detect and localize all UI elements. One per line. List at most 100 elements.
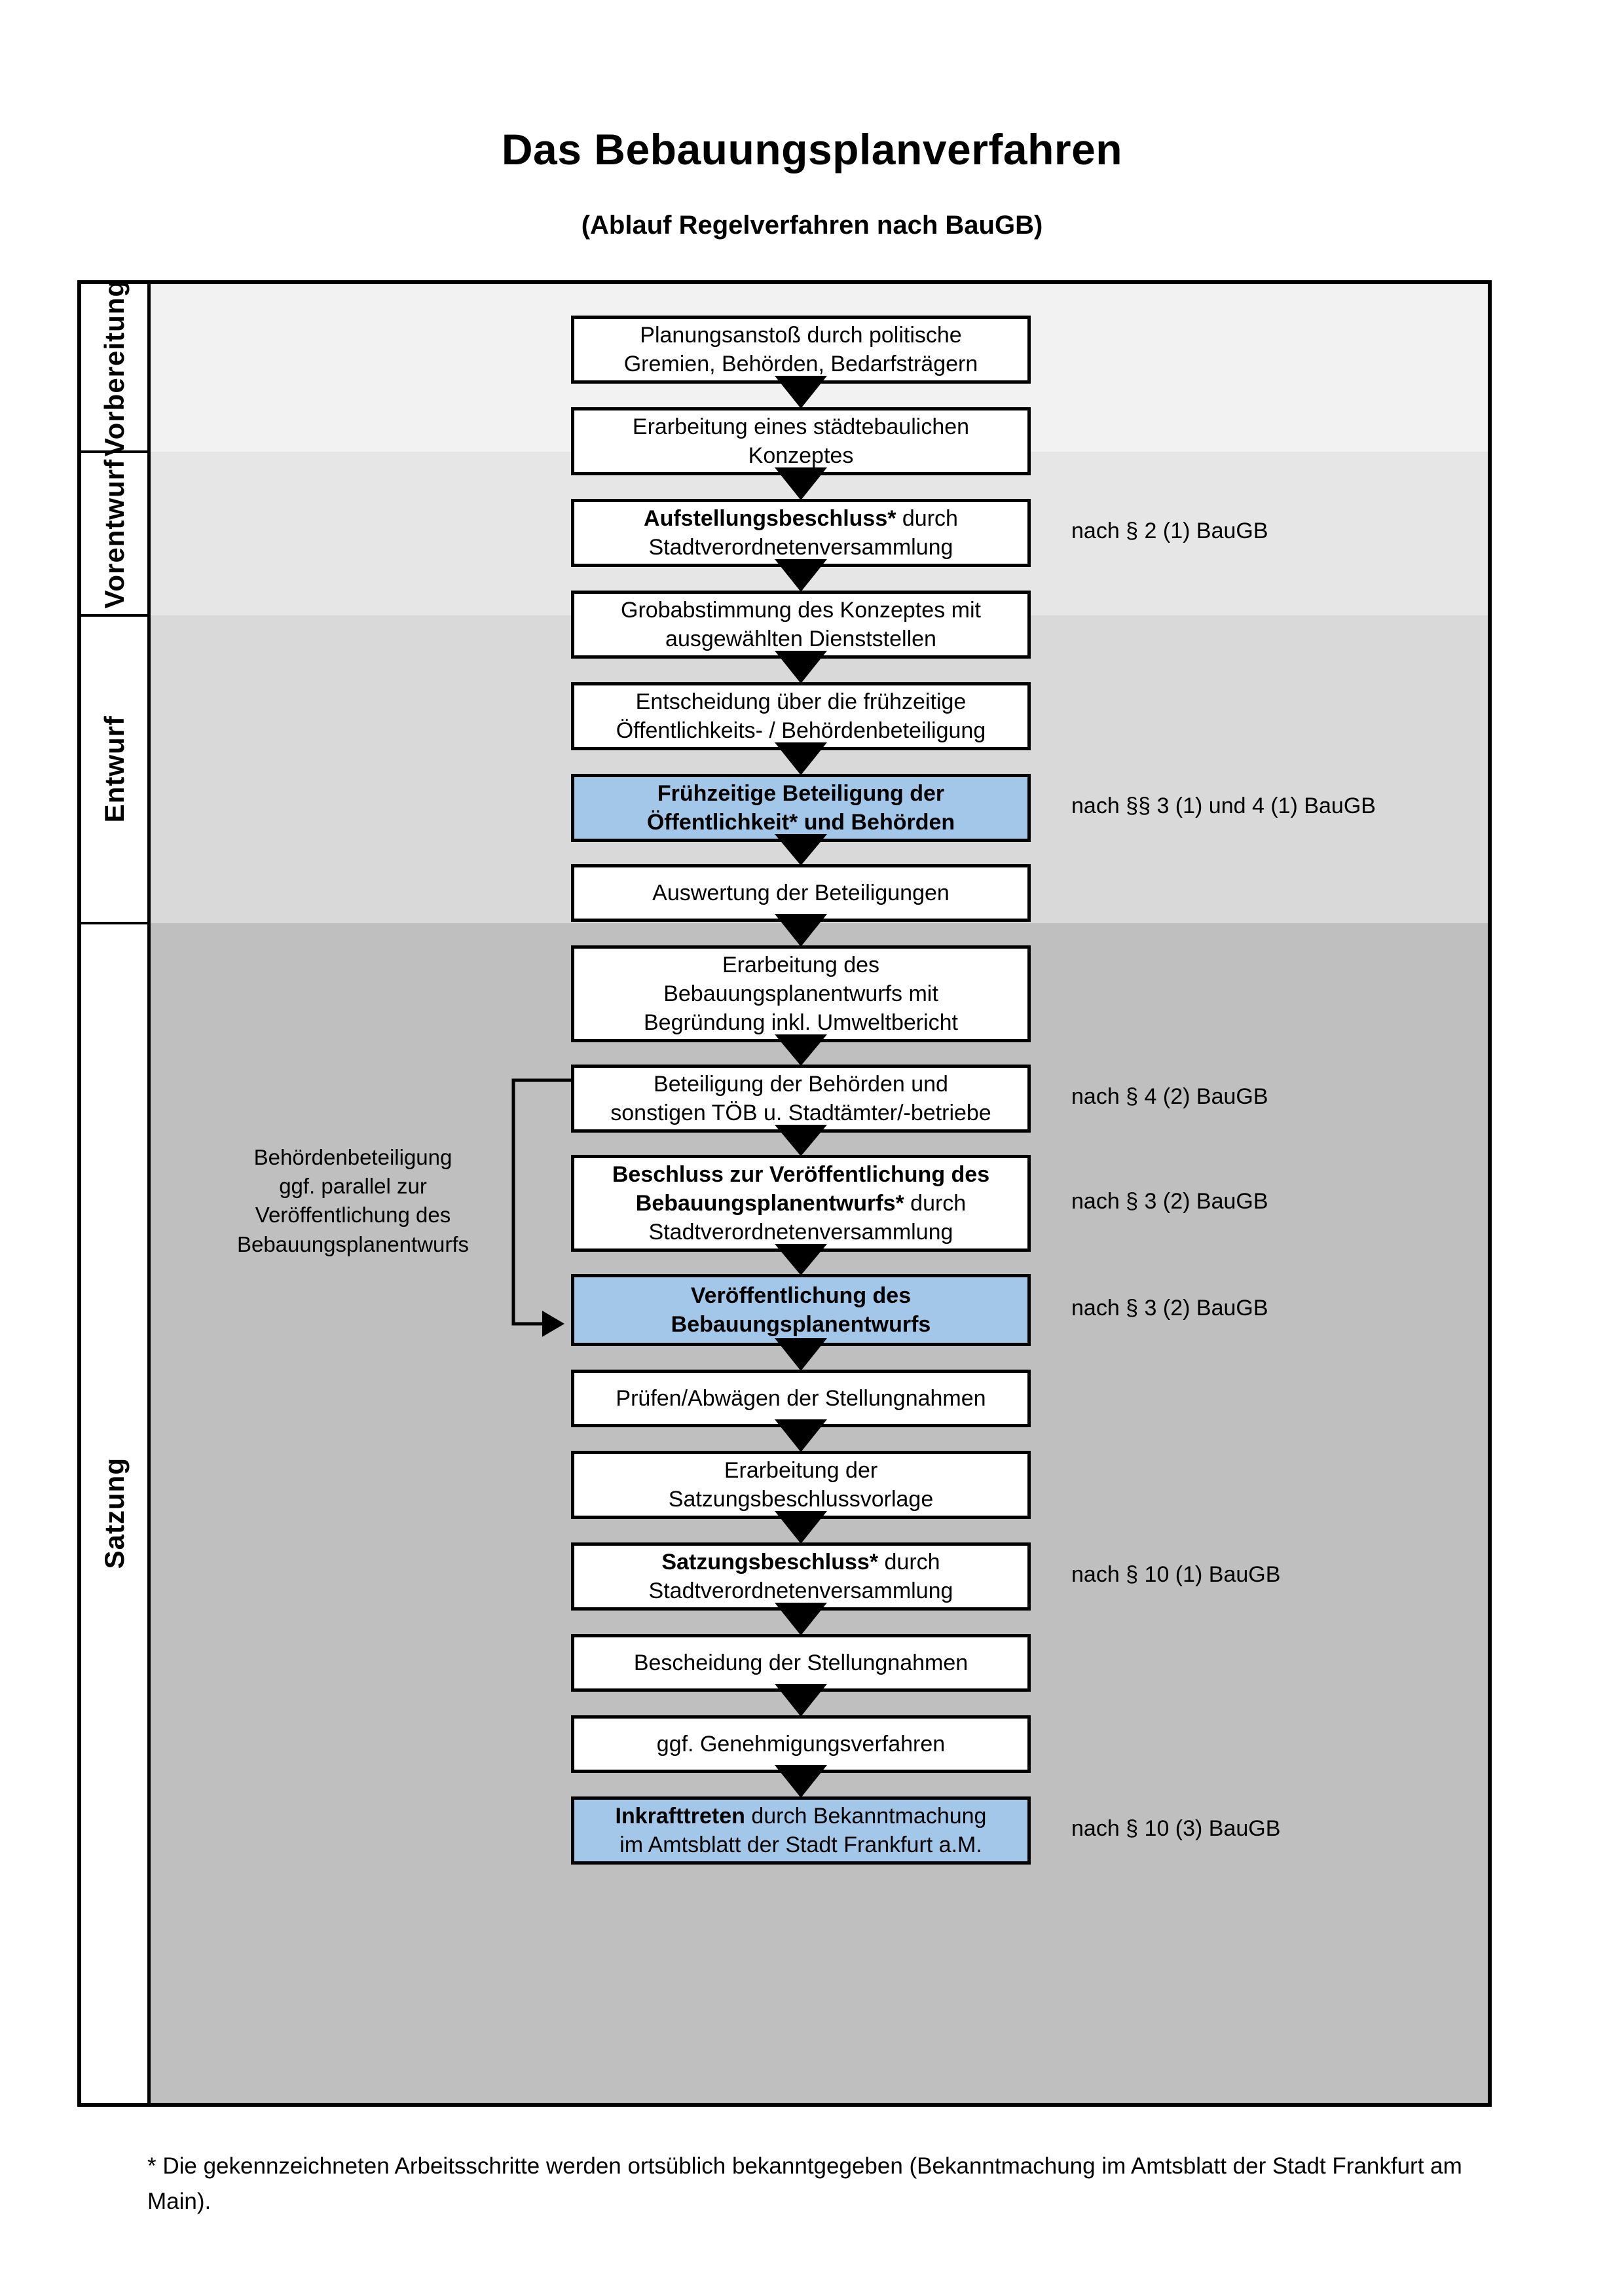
phase-label-text: Vorbereitung — [98, 279, 130, 457]
step-line: im Amtsblatt der Stadt Frankfurt a.M. — [619, 1832, 982, 1857]
step-line: Prüfen/Abwägen der Stellungnahmen — [616, 1385, 986, 1411]
footnote-text: * Die gekennzeichneten Arbeitsschritte w… — [147, 2153, 1462, 2215]
step-text: Beteiligung der Behörden und sonstigen TÖ… — [610, 1070, 991, 1127]
side-note-line: Behördenbeteiligung — [253, 1145, 452, 1169]
step-line: Öffentlichkeit* und Behörden — [646, 810, 955, 835]
flow-arrow-1-to-2 — [775, 376, 827, 409]
step-text: Grobabstimmung des Konzeptes mit ausgewäh… — [621, 596, 981, 653]
flow-arrow-8-to-9 — [775, 1034, 827, 1066]
step-text: Prüfen/Abwägen der Stellungnahmen — [616, 1384, 986, 1413]
step-line: Aufstellungsbeschluss* durch — [644, 505, 958, 531]
legal-reference-step-14: nach § 10 (1) BauGB — [1071, 1562, 1281, 1587]
step-line: Bebauungsplanentwurfs mit — [663, 981, 938, 1006]
flow-arrow-3-to-4 — [775, 559, 827, 592]
process-step-17[interactable]: Inkrafttreten durch Bekanntmachung im Amt… — [571, 1796, 1031, 1865]
step-text: Bescheidung der Stellungnahmen — [634, 1649, 968, 1677]
legal-reference-step-9: nach § 4 (2) BauGB — [1071, 1084, 1268, 1109]
step-line: Erarbeitung eines städtebaulichen — [632, 414, 970, 439]
flow-arrow-9-to-10 — [775, 1125, 827, 1156]
phase-label-vorbereitung: Vorbereitung — [81, 280, 147, 456]
flow-arrow-10-to-11 — [775, 1244, 827, 1275]
process-step-7[interactable]: Auswertung der Beteiligungen — [571, 864, 1031, 922]
legal-reference-step-17: nach § 10 (3) BauGB — [1071, 1816, 1281, 1841]
label-column-divider — [147, 284, 151, 2103]
step-line: Bebauungsplanentwurfs* durch — [635, 1190, 967, 1216]
step-line: Stadtverordnetenversammlung — [648, 535, 953, 560]
legal-reference-step-6: nach §§ 3 (1) und 4 (1) BauGB — [1071, 793, 1376, 818]
step-line: Frühzeitige Beteiligung der — [657, 780, 945, 806]
flow-arrow-11-to-12 — [775, 1338, 827, 1371]
step-line: Satzungsbeschlussvorlage — [668, 1487, 934, 1512]
phase-label-vorentwurf: Vorentwurf — [81, 452, 147, 615]
step-line: sonstigen TÖB u. Stadtämter/-betriebe — [610, 1101, 991, 1125]
step-line: Inkrafttreten durch Bekanntmachung — [615, 1803, 987, 1829]
step-line: Erarbeitung der — [724, 1457, 878, 1483]
process-step-9[interactable]: Beteiligung der Behörden und sonstigen TÖ… — [571, 1065, 1031, 1133]
process-step-15[interactable]: Bescheidung der Stellungnahmen — [571, 1634, 1031, 1692]
side-note-line: Veröffentlichung des — [255, 1203, 451, 1228]
step-line: Grobabstimmung des Konzeptes mit — [621, 597, 981, 623]
flowchart-frame: Vorbereitung Vorentwurf Entwurf Satzung … — [77, 280, 1492, 2107]
step-line: Planungsanstoß durch politische — [640, 322, 962, 348]
step-line: Auswertung der Beteiligungen — [652, 880, 950, 905]
legal-reference-step-11: nach § 3 (2) BauGB — [1071, 1296, 1268, 1321]
step-text: Inkrafttreten durch Bekanntmachung im Amt… — [616, 1802, 987, 1859]
flow-arrow-15-to-16 — [775, 1684, 827, 1717]
step-text: ggf. Genehmigungsverfahren — [657, 1730, 945, 1758]
step-line: Konzeptes — [748, 443, 854, 468]
phase-separator-3 — [81, 922, 147, 924]
flow-arrow-12-to-13 — [775, 1419, 827, 1452]
step-line: Beschluss zur Veröffentlichung des — [612, 1161, 990, 1187]
step-line: Satzungsbeschluss* durch — [661, 1549, 940, 1575]
step-line: ggf. Genehmigungsverfahren — [656, 1731, 946, 1757]
step-line: Beteiligung der Behörden und — [654, 1071, 948, 1097]
flow-arrow-7-to-8 — [775, 914, 827, 947]
phase-label-text: Vorentwurf — [98, 458, 130, 609]
process-step-4[interactable]: Grobabstimmung des Konzeptes mit ausgewäh… — [571, 591, 1031, 659]
step-line: Stadtverordnetenversammlung — [648, 1220, 953, 1245]
step-line: ausgewählten Dienststellen — [665, 627, 936, 651]
phase-label-satzung: Satzung — [81, 923, 147, 2103]
flow-arrow-5-to-6 — [775, 742, 827, 775]
process-step-16[interactable]: ggf. Genehmigungsverfahren — [571, 1715, 1031, 1773]
phase-separator-2 — [81, 614, 147, 617]
side-note-line: Bebauungsplanentwurfs — [236, 1231, 470, 1256]
step-line: Öffentlichkeits- / Behördenbeteiligung — [616, 718, 986, 743]
step-line: Entscheidung über die frühzeitige — [635, 689, 967, 714]
page-title: Das Bebauungsplanverfahren — [501, 125, 1123, 173]
flow-arrow-6-to-7 — [775, 834, 827, 866]
phase-separator-1 — [81, 450, 147, 453]
legal-reference-step-3: nach § 2 (1) BauGB — [1071, 519, 1268, 543]
step-line: Bescheidung der Stellungnahmen — [633, 1650, 969, 1675]
phase-label-text: Satzung — [98, 1457, 130, 1569]
phase-label-text: Entwurf — [98, 716, 130, 823]
page-subtitle: (Ablauf Regelverfahren nach BauGB) — [581, 211, 1043, 240]
step-line: Bebauungsplanentwurfs — [671, 1312, 931, 1337]
step-text: Auswertung der Beteiligungen — [652, 879, 950, 907]
step-line: Veröffentlichung des — [690, 1283, 912, 1308]
flow-arrow-4-to-5 — [775, 651, 827, 683]
step-line: Gremien, Behörden, Bedarfsträgern — [623, 352, 978, 376]
process-step-12[interactable]: Prüfen/Abwägen der Stellungnahmen — [571, 1370, 1031, 1427]
legal-reference-step-10: nach § 3 (2) BauGB — [1071, 1189, 1268, 1214]
